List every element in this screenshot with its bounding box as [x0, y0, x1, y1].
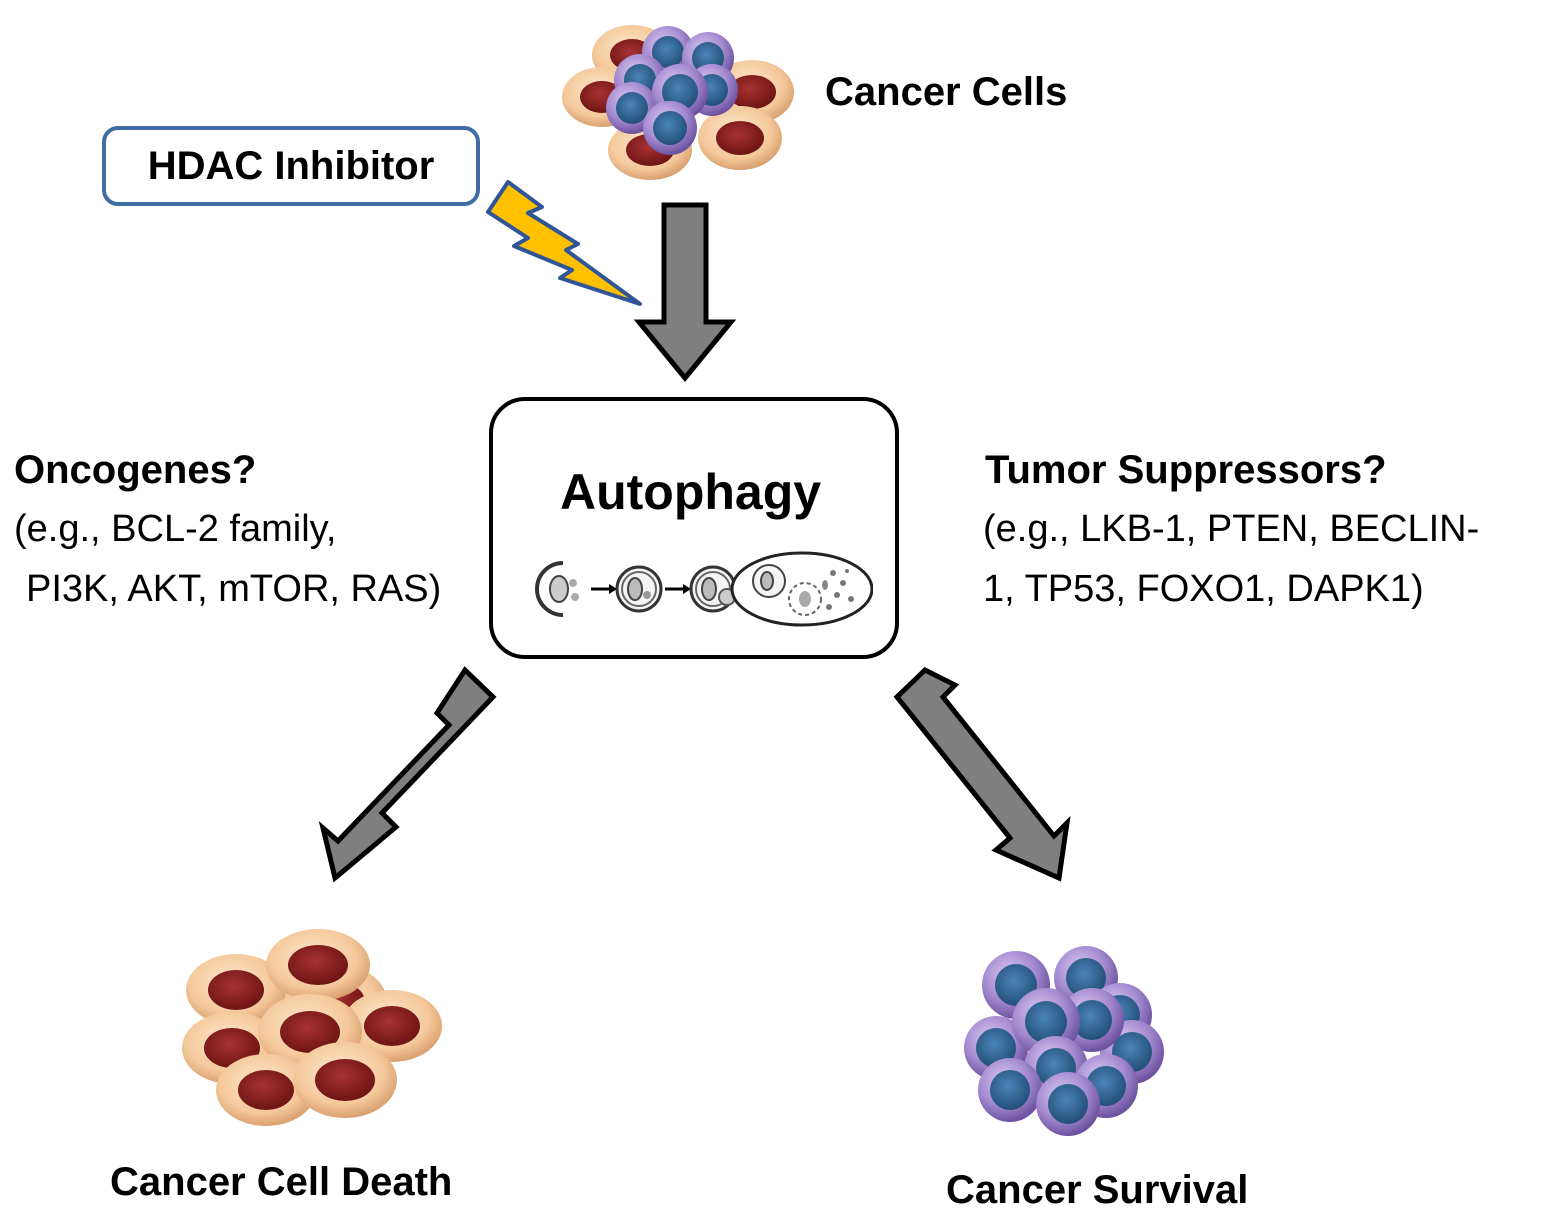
peach-cell [342, 990, 442, 1062]
peach-cell [293, 1042, 397, 1118]
cell-cluster-icon [964, 946, 1164, 1136]
tumor-suppressors-line1: (e.g., LKB-1, PTEN, BECLIN- [983, 508, 1480, 550]
purple-cell [978, 1058, 1042, 1122]
arrow-to-cell-death [318, 666, 497, 883]
autophagy-label: Autophagy [560, 464, 822, 520]
hdac-inhibitor-box: HDAC Inhibitor [102, 126, 480, 206]
tumor-suppressors-line2: 1, TP53, FOXO1, DAPK1) [983, 568, 1424, 610]
hdac-inhibitor-label: HDAC Inhibitor [147, 143, 435, 188]
peach-cell [698, 106, 782, 170]
oncogenes-title: Oncogenes? [14, 448, 257, 492]
cancer-cell-death-label: Cancer Cell Death [110, 1160, 453, 1204]
oncogenes-line2: PI3K, AKT, mTOR, RAS) [26, 568, 442, 610]
cancer-survival-label: Cancer Survival [946, 1168, 1249, 1212]
peach-cell [216, 1054, 316, 1126]
purple-cell [1036, 1072, 1100, 1136]
purple-cell [643, 101, 697, 155]
tumor-suppressors-title: Tumor Suppressors? [985, 448, 1387, 492]
arrow-to-survival [893, 666, 1071, 882]
cell-cluster-icon [562, 25, 794, 180]
cancer-cells-label: Cancer Cells [825, 70, 1068, 114]
cell-cluster-icon [182, 929, 442, 1126]
oncogenes-line1: (e.g., BCL-2 family, [14, 508, 337, 550]
peach-cell [266, 929, 370, 1001]
autophagy-process-icon [535, 551, 873, 627]
peach-cell [186, 954, 286, 1026]
lightning-bolt-icon [486, 180, 642, 306]
arrow-down-to-autophagy [633, 202, 737, 382]
autophagy-box: Autophagy [489, 397, 899, 659]
